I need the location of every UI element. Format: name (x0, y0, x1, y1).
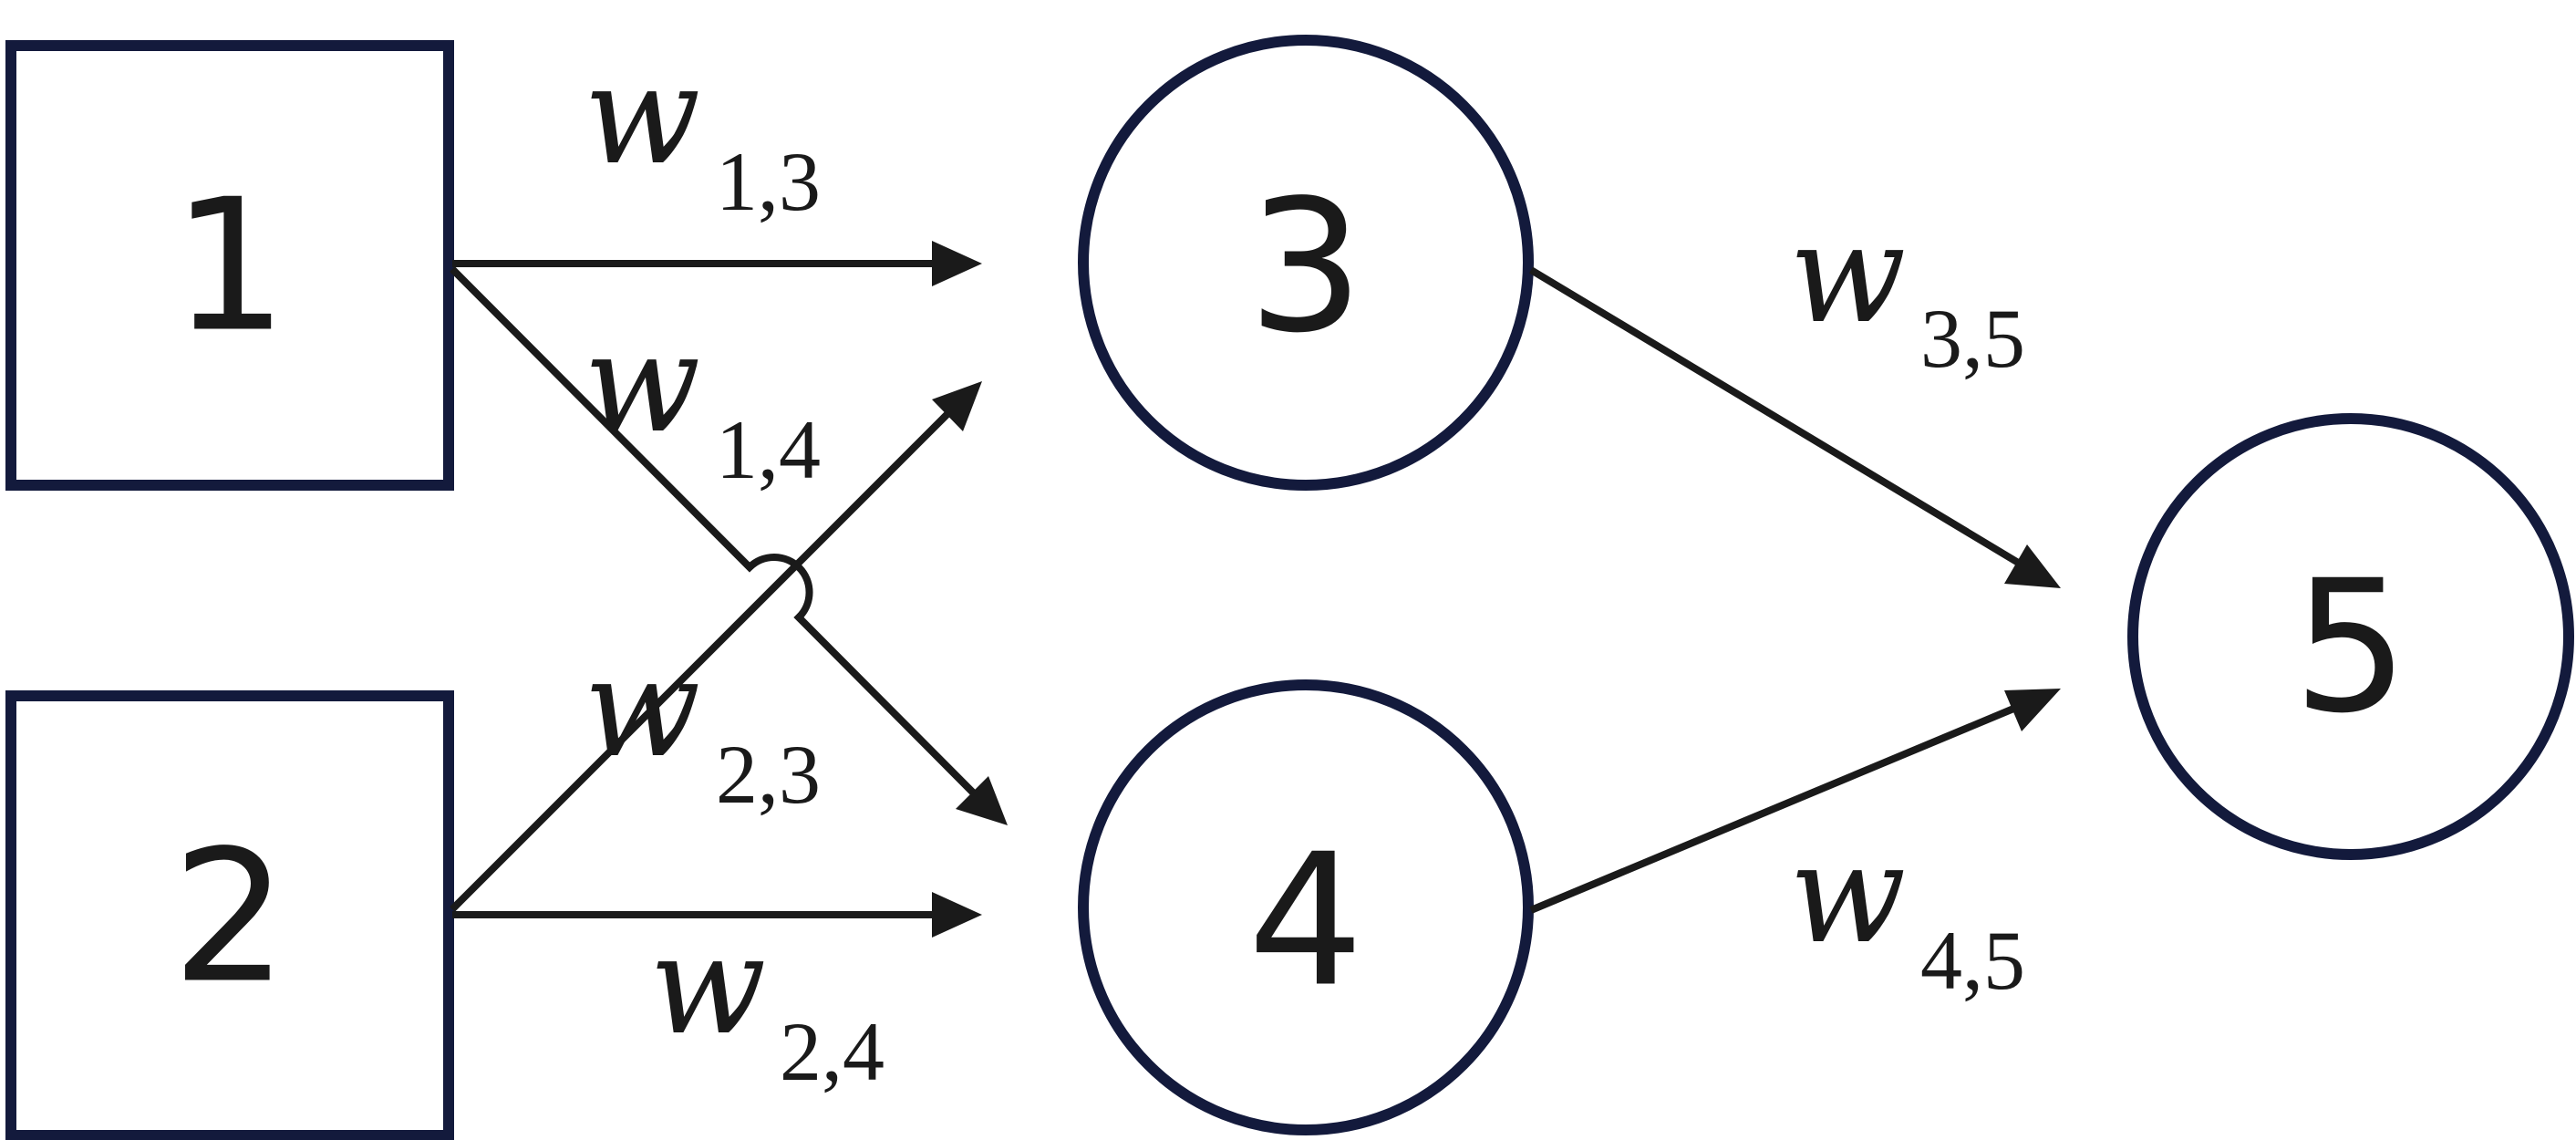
node-1: 1 (5, 40, 454, 491)
edge-label-w23-main: w (584, 629, 700, 788)
edge-label-w24-sub: 2,4 (780, 1005, 885, 1098)
edge-label-w24-main: w (649, 907, 766, 1065)
node-4: 4 (1078, 679, 1534, 1135)
edge-label-w14-sub: 1,4 (716, 403, 821, 496)
edge-1-3 (452, 241, 982, 286)
edge-4-5 (1529, 689, 2061, 914)
edge-label-w45-sub: 4,5 (1920, 914, 2025, 1007)
edge-label-w14: w 1,4 (584, 305, 821, 496)
node-3-label: 3 (1247, 161, 1363, 374)
edge-label-w24: w 2,4 (649, 907, 885, 1098)
node-5-label: 5 (2292, 542, 2408, 754)
node-2-label: 2 (171, 812, 287, 1024)
edge-label-w13-sub: 1,3 (716, 135, 821, 228)
node-2: 2 (5, 690, 454, 1140)
edge-label-w35-main: w (1789, 195, 1906, 354)
node-3: 3 (1078, 35, 1534, 491)
edge-label-w45-main: w (1789, 815, 1906, 974)
edge-label-w23: w 2,3 (584, 629, 821, 821)
edge-label-w14-main: w (584, 305, 700, 463)
edge-2-3 (450, 381, 982, 912)
node-1-label: 1 (171, 161, 287, 373)
node-4-label: 4 (1247, 815, 1363, 1028)
edge-label-w13-main: w (584, 36, 700, 195)
node-5: 5 (2127, 413, 2574, 860)
edge-label-w13: w 1,3 (584, 36, 821, 228)
edge-label-w45: w 4,5 (1789, 815, 2025, 1007)
edge-label-w35: w 3,5 (1789, 195, 2025, 385)
edge-label-w23-sub: 2,3 (716, 728, 821, 821)
edge-label-w35-sub: 3,5 (1920, 292, 2025, 385)
edge-1-4 (450, 266, 1008, 825)
edge-3-5 (1528, 266, 2061, 588)
edge-2-4 (452, 892, 982, 938)
